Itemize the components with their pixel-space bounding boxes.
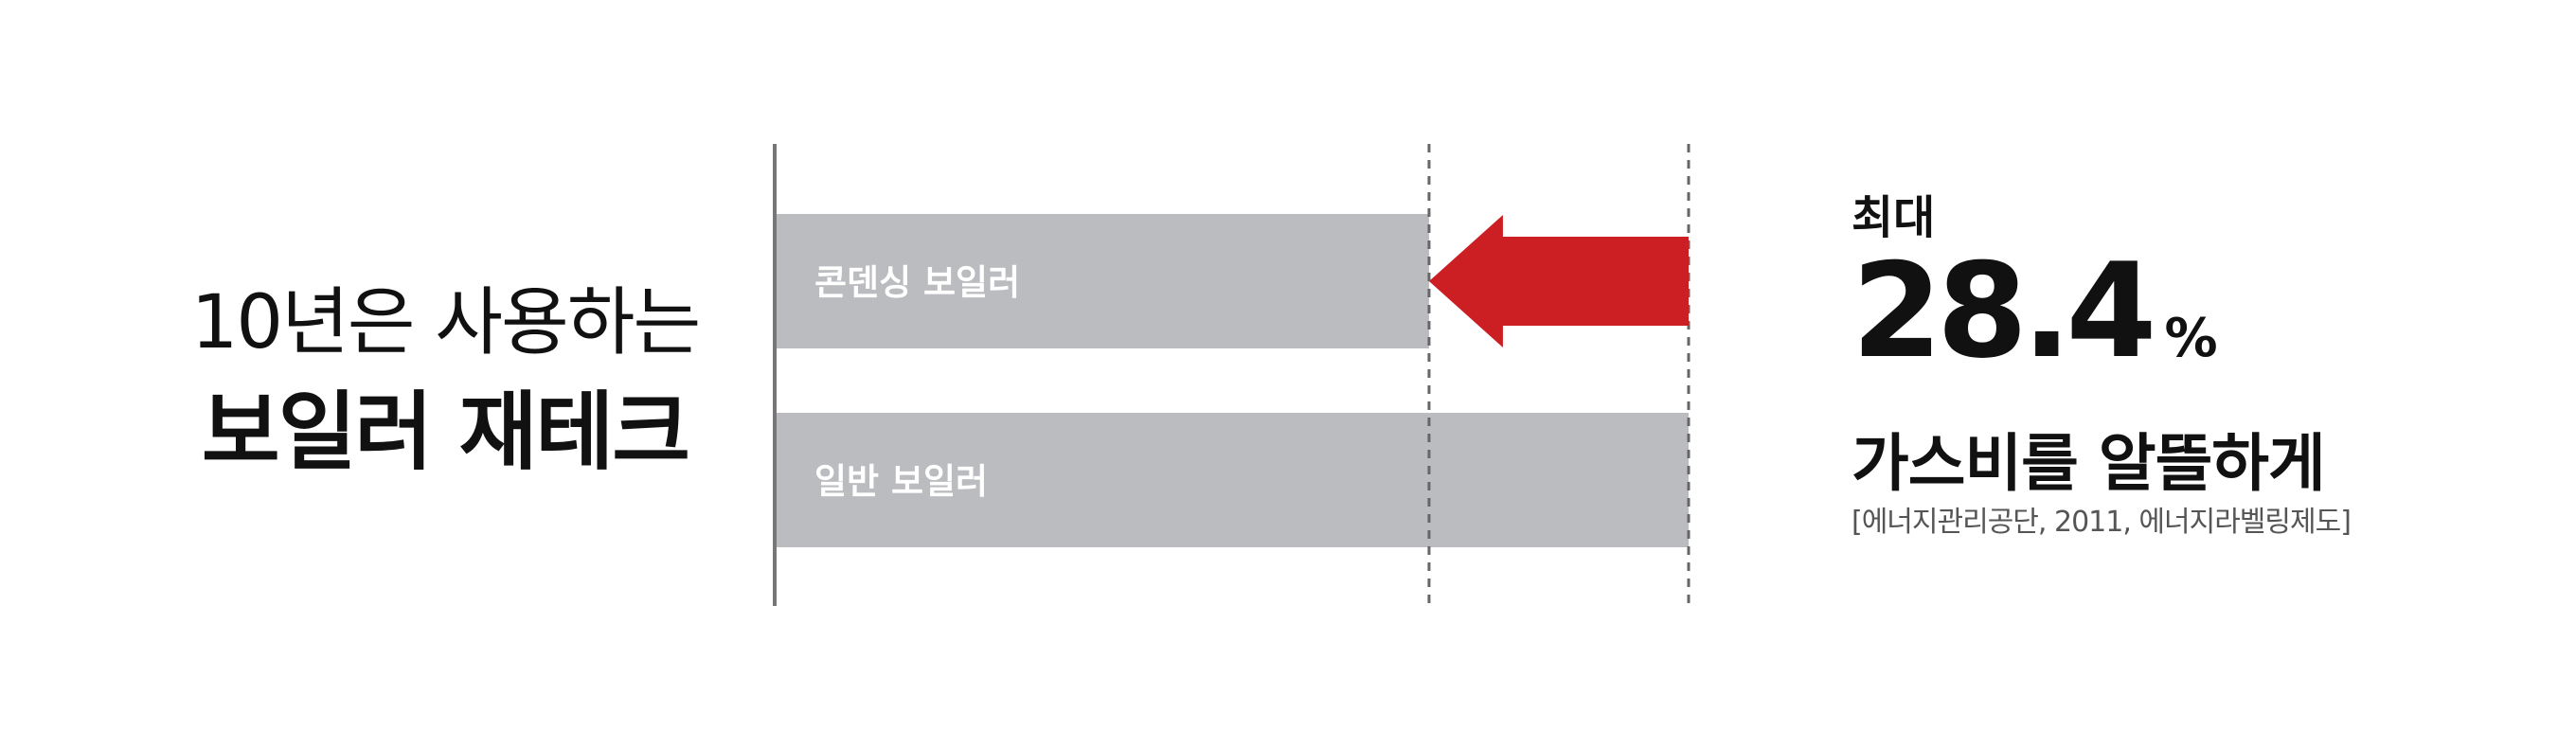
headline-line-1: 10년은 사용하는 — [190, 280, 702, 365]
reduction-arrow — [1428, 215, 1689, 347]
stat-value: 28.4 — [1852, 235, 2156, 387]
stat-caption: 가스비를 알뜰하게 — [1852, 427, 2326, 500]
savings-stat: 최대 28.4% 가스비를 알뜰하게 [에너지관리공단, 2011, 에너지라벨… — [1852, 189, 2514, 542]
stat-value-row: 28.4% — [1852, 240, 2514, 422]
headline: 10년은 사용하는 보일러 재테크 — [133, 270, 758, 490]
bar-label: 콘덴싱 보일러 — [814, 262, 1020, 303]
stat-unit: % — [2164, 308, 2218, 369]
headline-line-2: 보일러 재테크 — [201, 383, 690, 482]
bar-label: 일반 보일러 — [814, 461, 988, 502]
bar — [775, 413, 1689, 547]
bar — [775, 214, 1429, 348]
stat-source: [에너지관리공단, 2011, 에너지라벨링제도] — [1852, 506, 2352, 539]
stat-prefix: 최대 — [1852, 191, 1936, 244]
